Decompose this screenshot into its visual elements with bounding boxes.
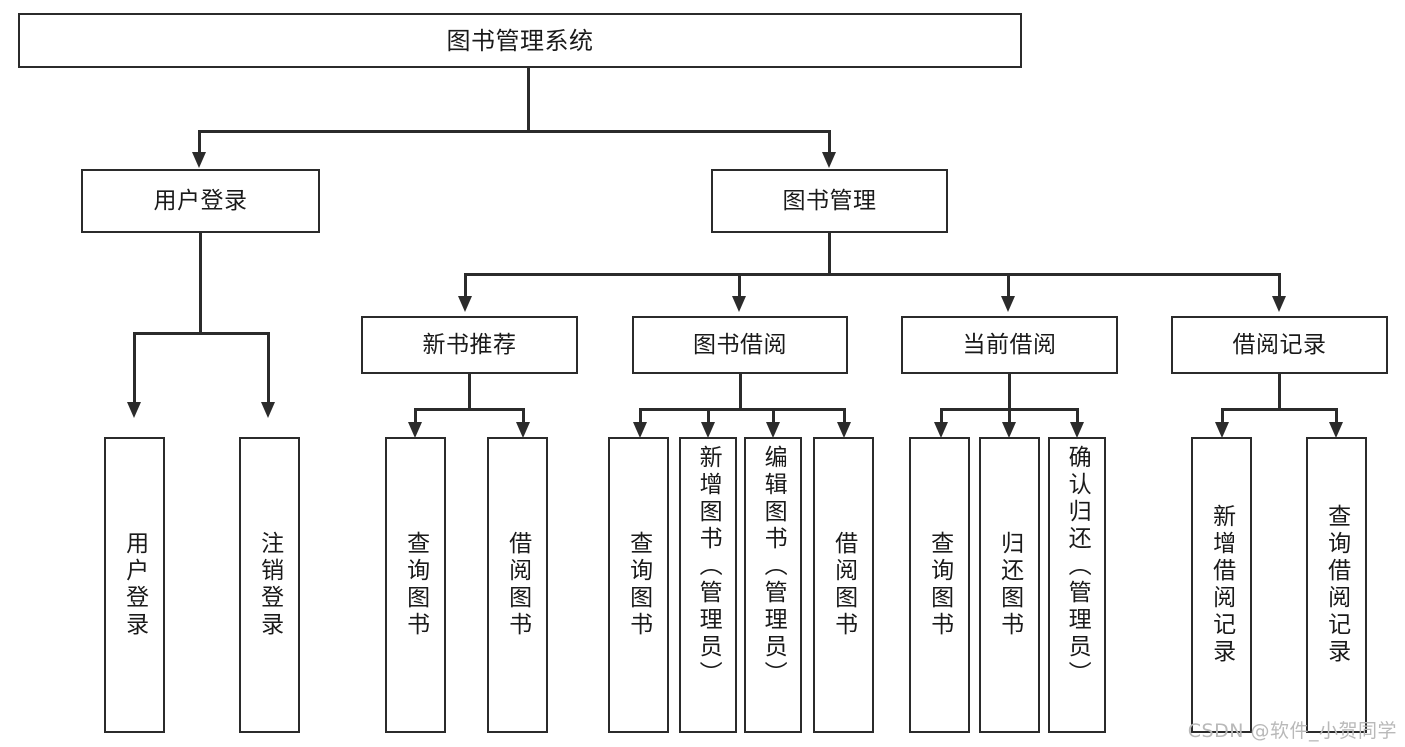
node-label: 查询图书 bbox=[625, 531, 652, 639]
leaf-borrow-record-add[interactable]: 新增借阅记录 bbox=[1191, 437, 1252, 733]
node-book-management[interactable]: 图书管理 bbox=[711, 169, 948, 233]
connector-bb-to-leaf-3 bbox=[772, 408, 775, 426]
connector-bb-stem bbox=[739, 374, 742, 410]
arrowhead-br-to-leaf-1 bbox=[1215, 422, 1229, 438]
node-root-book-management-system[interactable]: 图书管理系统 bbox=[18, 13, 1022, 68]
leaf-user-login-login[interactable]: 用户登录 bbox=[104, 437, 165, 733]
arrowhead-cb-to-leaf-2 bbox=[1002, 422, 1016, 438]
node-label: 编辑图书（管理员） bbox=[760, 445, 787, 688]
node-label: 查询图书 bbox=[402, 531, 429, 639]
arrowhead-br-to-leaf-2 bbox=[1329, 422, 1343, 438]
leaf-current-borrow-query[interactable]: 查询图书 bbox=[909, 437, 970, 733]
connector-bb-to-leaf-2 bbox=[707, 408, 710, 426]
node-label: 用户登录 bbox=[121, 531, 148, 639]
arrowhead-root-to-user-login bbox=[192, 152, 206, 168]
leaf-borrow-record-query[interactable]: 查询借阅记录 bbox=[1306, 437, 1367, 733]
connector-book-management-stem bbox=[828, 233, 831, 275]
connector-root-to-user-login bbox=[198, 130, 201, 155]
leaf-book-borrow-query[interactable]: 查询图书 bbox=[608, 437, 669, 733]
leaf-current-borrow-return[interactable]: 归还图书 bbox=[979, 437, 1040, 733]
connector-nbr-to-leaf-1 bbox=[414, 408, 417, 426]
arrowhead-bm-to-borrow-record bbox=[1272, 296, 1286, 312]
connector-cb-stem bbox=[1008, 374, 1011, 410]
connector-user-login-to-leaf-2 bbox=[267, 332, 270, 404]
connector-root-to-book-management bbox=[828, 130, 831, 155]
node-book-borrow[interactable]: 图书借阅 bbox=[632, 316, 848, 374]
node-label: 新书推荐 bbox=[422, 331, 517, 358]
connector-bb-to-leaf-4 bbox=[843, 408, 846, 426]
connector-nbr-to-leaf-2 bbox=[522, 408, 525, 426]
node-label: 图书管理系统 bbox=[446, 26, 594, 55]
node-label: 新增图书（管理员） bbox=[695, 445, 722, 688]
arrowhead-root-to-book-management bbox=[822, 152, 836, 168]
node-current-borrow[interactable]: 当前借阅 bbox=[901, 316, 1118, 374]
node-label: 查询图书 bbox=[926, 531, 953, 639]
connector-bb-bus bbox=[639, 408, 845, 411]
connector-cb-to-leaf-2 bbox=[1008, 408, 1011, 426]
connector-bm-to-book-borrow bbox=[738, 273, 741, 298]
connector-cb-to-leaf-3 bbox=[1076, 408, 1079, 426]
connector-br-bus bbox=[1221, 408, 1337, 411]
connector-bm-to-borrow-record bbox=[1278, 273, 1281, 298]
leaf-user-login-logout[interactable]: 注销登录 bbox=[239, 437, 300, 733]
node-label: 确认归还（管理员） bbox=[1064, 445, 1091, 688]
node-label: 借阅图书 bbox=[830, 531, 857, 639]
connector-nbr-stem bbox=[468, 374, 471, 410]
node-label: 归还图书 bbox=[996, 531, 1023, 639]
connector-user-login-bus bbox=[133, 332, 269, 335]
node-label: 图书管理 bbox=[782, 187, 877, 214]
arrowhead-user-login-to-leaf-1 bbox=[127, 402, 141, 418]
leaf-book-borrow-add-admin[interactable]: 新增图书（管理员） bbox=[679, 437, 737, 733]
arrowhead-bm-to-current-borrow bbox=[1001, 296, 1015, 312]
arrowhead-bb-to-leaf-3 bbox=[766, 422, 780, 438]
node-label: 新增借阅记录 bbox=[1208, 504, 1235, 666]
node-label: 图书借阅 bbox=[693, 331, 787, 358]
node-user-login[interactable]: 用户登录 bbox=[81, 169, 320, 233]
node-label: 注销登录 bbox=[256, 531, 283, 639]
arrowhead-bb-to-leaf-2 bbox=[701, 422, 715, 438]
connector-cb-to-leaf-1 bbox=[940, 408, 943, 426]
connector-br-to-leaf-2 bbox=[1335, 408, 1338, 426]
arrowhead-bb-to-leaf-4 bbox=[837, 422, 851, 438]
node-new-book-recommend[interactable]: 新书推荐 bbox=[361, 316, 578, 374]
arrowhead-bb-to-leaf-1 bbox=[633, 422, 647, 438]
connector-br-stem bbox=[1278, 374, 1281, 410]
arrowhead-nbr-to-leaf-2 bbox=[516, 422, 530, 438]
node-borrow-record[interactable]: 借阅记录 bbox=[1171, 316, 1388, 374]
arrowhead-cb-to-leaf-3 bbox=[1070, 422, 1084, 438]
connector-root-stem bbox=[527, 68, 530, 132]
node-label: 用户登录 bbox=[153, 187, 248, 214]
arrowhead-cb-to-leaf-1 bbox=[934, 422, 948, 438]
leaf-book-borrow-borrow[interactable]: 借阅图书 bbox=[813, 437, 874, 733]
connector-root-bus bbox=[198, 130, 830, 133]
leaf-current-borrow-confirm-admin[interactable]: 确认归还（管理员） bbox=[1048, 437, 1106, 733]
connector-bm-to-new-book-recommend bbox=[464, 273, 467, 298]
leaf-book-borrow-edit-admin[interactable]: 编辑图书（管理员） bbox=[744, 437, 802, 733]
node-label: 借阅图书 bbox=[504, 531, 531, 639]
connector-book-management-bus bbox=[464, 273, 1280, 276]
connector-br-to-leaf-1 bbox=[1221, 408, 1224, 426]
node-label: 查询借阅记录 bbox=[1323, 504, 1350, 666]
leaf-new-book-borrow[interactable]: 借阅图书 bbox=[487, 437, 548, 733]
node-label: 当前借阅 bbox=[962, 331, 1057, 358]
arrowhead-nbr-to-leaf-1 bbox=[408, 422, 422, 438]
arrowhead-user-login-to-leaf-2 bbox=[261, 402, 275, 418]
connector-nbr-bus bbox=[414, 408, 524, 411]
arrowhead-bm-to-new-book-recommend bbox=[458, 296, 472, 312]
connector-user-login-stem bbox=[199, 233, 202, 334]
arrowhead-bm-to-book-borrow bbox=[732, 296, 746, 312]
connector-bm-to-current-borrow bbox=[1007, 273, 1010, 298]
connector-bb-to-leaf-1 bbox=[639, 408, 642, 426]
leaf-new-book-query[interactable]: 查询图书 bbox=[385, 437, 446, 733]
connector-user-login-to-leaf-1 bbox=[133, 332, 136, 404]
node-label: 借阅记录 bbox=[1232, 331, 1327, 358]
